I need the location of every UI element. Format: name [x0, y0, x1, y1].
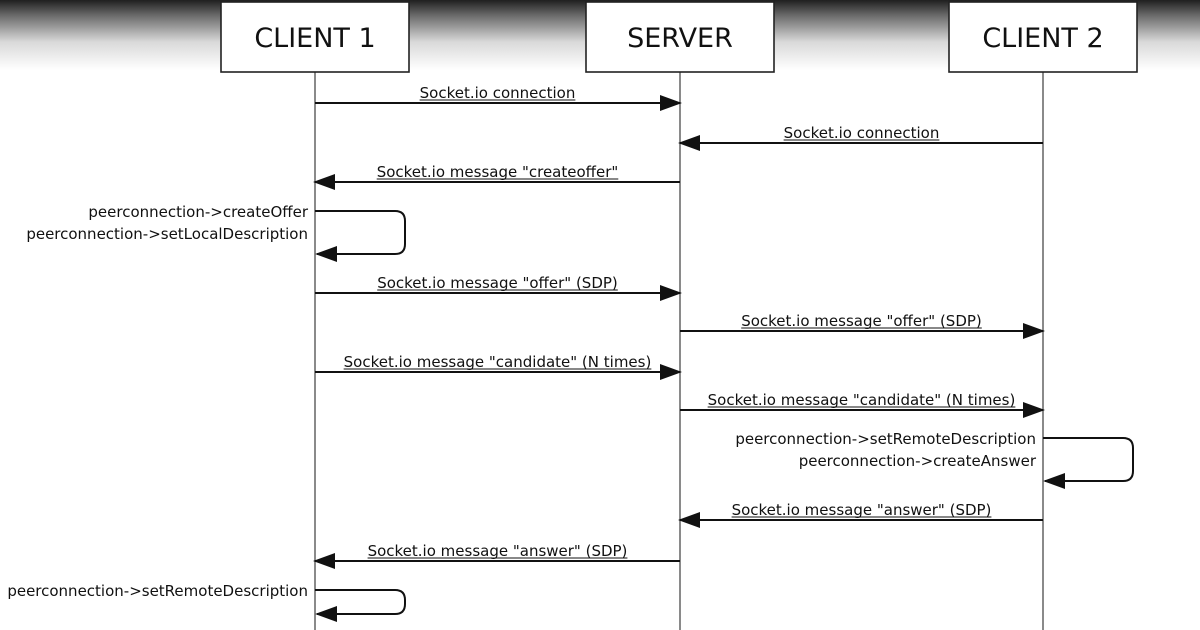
message-label-4: Socket.io message "offer" (SDP) — [377, 274, 618, 292]
self-call-label-11-0: peerconnection->setRemoteDescription — [7, 582, 308, 600]
self-call-arrow-8 — [1043, 437, 1134, 489]
self-call-arrow-3 — [315, 210, 406, 262]
message-label-7: Socket.io message "candidate" (N times) — [708, 391, 1016, 409]
self-call-8: peerconnection->setRemoteDescription peer… — [735, 430, 1134, 489]
actor-label-client1: CLIENT 1 — [254, 23, 375, 54]
self-call-11: peerconnection->setRemoteDescription — [7, 582, 406, 622]
message-9: Socket.io message "answer" (SDP) — [678, 501, 1043, 528]
message-label-9: Socket.io message "answer" (SDP) — [732, 501, 992, 519]
self-call-label-8-1: peerconnection->createAnswer — [799, 452, 1037, 470]
message-label-10: Socket.io message "answer" (SDP) — [368, 542, 628, 560]
actor-client2: CLIENT 2 — [948, 1, 1138, 73]
message-label-5: Socket.io message "offer" (SDP) — [741, 312, 982, 330]
message-7: Socket.io message "candidate" (N times) — [680, 391, 1045, 418]
self-call-arrow-11 — [315, 589, 406, 622]
actor-client1: CLIENT 1 — [220, 1, 410, 73]
message-4: Socket.io message "offer" (SDP) — [315, 274, 682, 301]
actor-server: SERVER — [585, 1, 775, 73]
self-call-label-3-0: peerconnection->createOffer — [88, 203, 308, 221]
message-0: Socket.io connection — [315, 84, 682, 111]
actor-box-client1 — [220, 1, 410, 73]
message-label-1: Socket.io connection — [784, 124, 940, 142]
actor-label-client2: CLIENT 2 — [982, 23, 1103, 54]
message-2: Socket.io message "createoffer" — [313, 163, 680, 190]
message-label-2: Socket.io message "createoffer" — [377, 163, 619, 181]
message-label-6: Socket.io message "candidate" (N times) — [344, 353, 652, 371]
message-1: Socket.io connection — [678, 124, 1043, 151]
self-call-label-3-1: peerconnection->setLocalDescription — [26, 225, 308, 243]
message-label-0: Socket.io connection — [420, 84, 576, 102]
message-6: Socket.io message "candidate" (N times) — [315, 353, 682, 380]
actor-box-client2 — [948, 1, 1138, 73]
self-call-3: peerconnection->createOffer peerconnectio… — [26, 203, 406, 262]
message-5: Socket.io message "offer" (SDP) — [680, 312, 1045, 339]
actor-label-server: SERVER — [627, 23, 733, 54]
message-10: Socket.io message "answer" (SDP) — [313, 542, 680, 569]
actor-box-server — [585, 1, 775, 73]
self-call-label-8-0: peerconnection->setRemoteDescription — [735, 430, 1036, 448]
